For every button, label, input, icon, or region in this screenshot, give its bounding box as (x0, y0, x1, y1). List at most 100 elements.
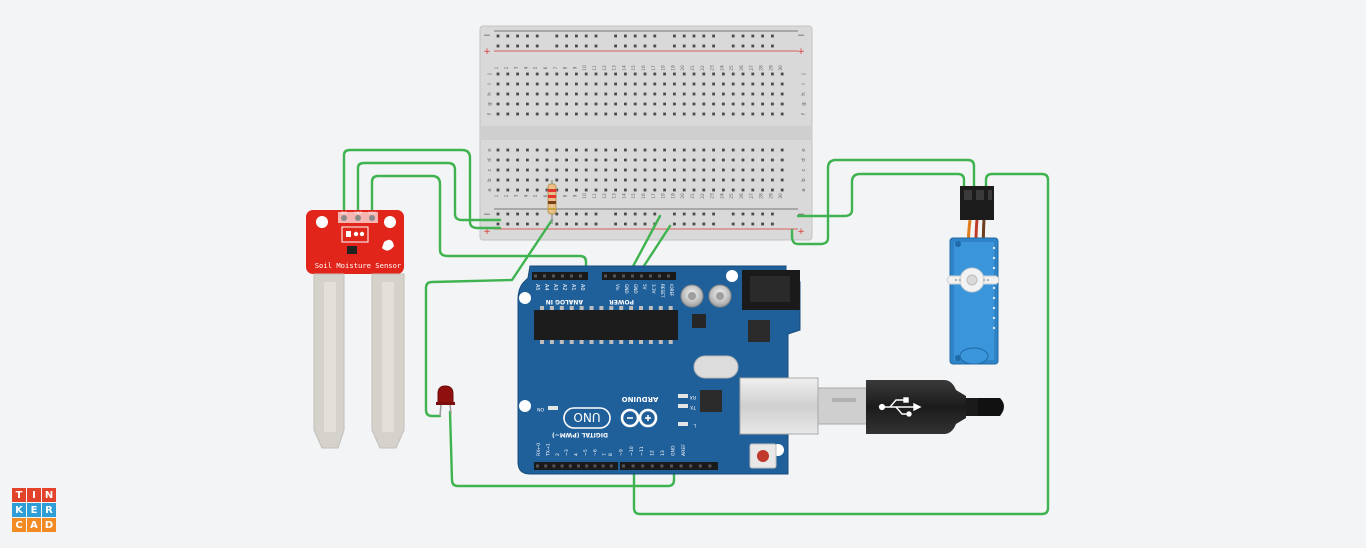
breadboard-hole[interactable] (722, 112, 725, 116)
rail-hole[interactable] (712, 44, 715, 48)
rail-hole[interactable] (751, 212, 755, 216)
breadboard-hole[interactable] (653, 148, 657, 152)
breadboard-hole[interactable] (604, 112, 608, 116)
breadboard-hole[interactable] (702, 148, 706, 152)
breadboard-hole[interactable] (663, 92, 666, 96)
breadboard-hole[interactable] (702, 112, 706, 116)
rail-hole[interactable] (771, 34, 774, 38)
breadboard-hole[interactable] (643, 158, 647, 162)
header-pin[interactable] (631, 464, 635, 468)
breadboard-hole[interactable] (516, 82, 519, 86)
breadboard-hole[interactable] (682, 92, 686, 96)
rail-hole[interactable] (584, 34, 588, 38)
breadboard-hole[interactable] (702, 72, 706, 76)
rail-hole[interactable] (555, 212, 559, 216)
wire-sensor-to-breadboard-2[interactable] (356, 161, 502, 222)
breadboard-hole[interactable] (702, 92, 706, 96)
wire-resistor-to-led[interactable] (424, 218, 554, 418)
breadboard-hole[interactable] (751, 148, 755, 152)
breadboard-hole[interactable] (780, 82, 784, 86)
usb-cable[interactable] (739, 377, 1004, 435)
breadboard-hole[interactable] (692, 168, 696, 172)
breadboard-hole[interactable] (682, 168, 686, 172)
breadboard-hole[interactable] (604, 92, 608, 96)
rail-hole[interactable] (496, 222, 500, 226)
breadboard-hole[interactable] (722, 82, 725, 86)
breadboard-hole[interactable] (663, 82, 666, 86)
breadboard-hole[interactable] (535, 92, 539, 96)
breadboard-hole[interactable] (682, 148, 686, 152)
breadboard-hole[interactable] (633, 148, 637, 152)
breadboard-hole[interactable] (633, 72, 637, 76)
breadboard-hole[interactable] (731, 178, 735, 182)
breadboard-hole[interactable] (594, 188, 598, 192)
header-pin[interactable] (667, 274, 670, 278)
breadboard-hole[interactable] (633, 112, 637, 116)
breadboard-hole[interactable] (712, 178, 715, 182)
breadboard-hole[interactable] (614, 82, 617, 86)
breadboard-hole[interactable] (771, 82, 774, 86)
rail-hole[interactable] (741, 44, 745, 48)
soil-moisture-sensor[interactable]: SIG GND VCC Soil Moisture Sensor (306, 210, 405, 449)
breadboard-hole[interactable] (633, 158, 637, 162)
breadboard-hole[interactable] (643, 82, 647, 86)
breadboard-hole[interactable] (692, 112, 696, 116)
breadboard-hole[interactable] (663, 188, 666, 192)
breadboard-hole[interactable] (751, 92, 755, 96)
rail-hole[interactable] (614, 44, 617, 48)
rail-hole[interactable] (761, 34, 764, 38)
breadboard-hole[interactable] (526, 112, 529, 116)
breadboard-hole[interactable] (496, 188, 500, 192)
header-pin[interactable] (552, 274, 555, 278)
rail-hole[interactable] (741, 34, 745, 38)
breadboard-hole[interactable] (771, 92, 774, 96)
breadboard-hole[interactable] (673, 158, 676, 162)
sensor-pin[interactable] (355, 215, 361, 221)
wire-servo-to-breadboard-plus[interactable] (790, 158, 976, 246)
breadboard-hole[interactable] (771, 72, 774, 76)
breadboard-hole[interactable] (712, 92, 715, 96)
breadboard-hole[interactable] (545, 168, 549, 172)
breadboard-hole[interactable] (535, 158, 539, 162)
breadboard-hole[interactable] (780, 112, 784, 116)
rail-hole[interactable] (633, 34, 637, 38)
breadboard-hole[interactable] (575, 92, 578, 96)
rail-hole[interactable] (692, 212, 696, 216)
breadboard-hole[interactable] (545, 178, 549, 182)
breadboard-hole[interactable] (526, 178, 529, 182)
breadboard-hole[interactable] (673, 112, 676, 116)
breadboard-hole[interactable] (722, 178, 725, 182)
breadboard-hole[interactable] (555, 178, 559, 182)
rail-hole[interactable] (751, 222, 755, 226)
breadboard-hole[interactable] (555, 148, 559, 152)
breadboard-hole[interactable] (712, 112, 715, 116)
breadboard-hole[interactable] (692, 72, 696, 76)
breadboard-hole[interactable] (712, 82, 715, 86)
header-pin[interactable] (543, 274, 546, 278)
breadboard-hole[interactable] (692, 148, 696, 152)
breadboard-hole[interactable] (584, 178, 588, 182)
breadboard-hole[interactable] (702, 188, 706, 192)
rail-hole[interactable] (624, 212, 627, 216)
rail-hole[interactable] (751, 34, 755, 38)
breadboard-hole[interactable] (751, 168, 755, 172)
breadboard-hole[interactable] (624, 158, 627, 162)
rail-hole[interactable] (633, 44, 637, 48)
breadboard-hole[interactable] (633, 102, 637, 106)
breadboard-hole[interactable] (751, 82, 755, 86)
rail-hole[interactable] (555, 34, 559, 38)
breadboard-hole[interactable] (565, 148, 568, 152)
breadboard-hole[interactable] (653, 168, 657, 172)
breadboard-hole[interactable] (535, 178, 539, 182)
breadboard-hole[interactable] (702, 168, 706, 172)
rail-hole[interactable] (584, 222, 588, 226)
breadboard-hole[interactable] (555, 82, 559, 86)
breadboard-hole[interactable] (624, 188, 627, 192)
breadboard-hole[interactable] (653, 92, 657, 96)
breadboard-hole[interactable] (643, 92, 647, 96)
breadboard-hole[interactable] (594, 158, 598, 162)
rail-hole[interactable] (692, 34, 696, 38)
breadboard-hole[interactable] (673, 168, 676, 172)
breadboard-hole[interactable] (565, 178, 568, 182)
breadboard-hole[interactable] (535, 102, 539, 106)
